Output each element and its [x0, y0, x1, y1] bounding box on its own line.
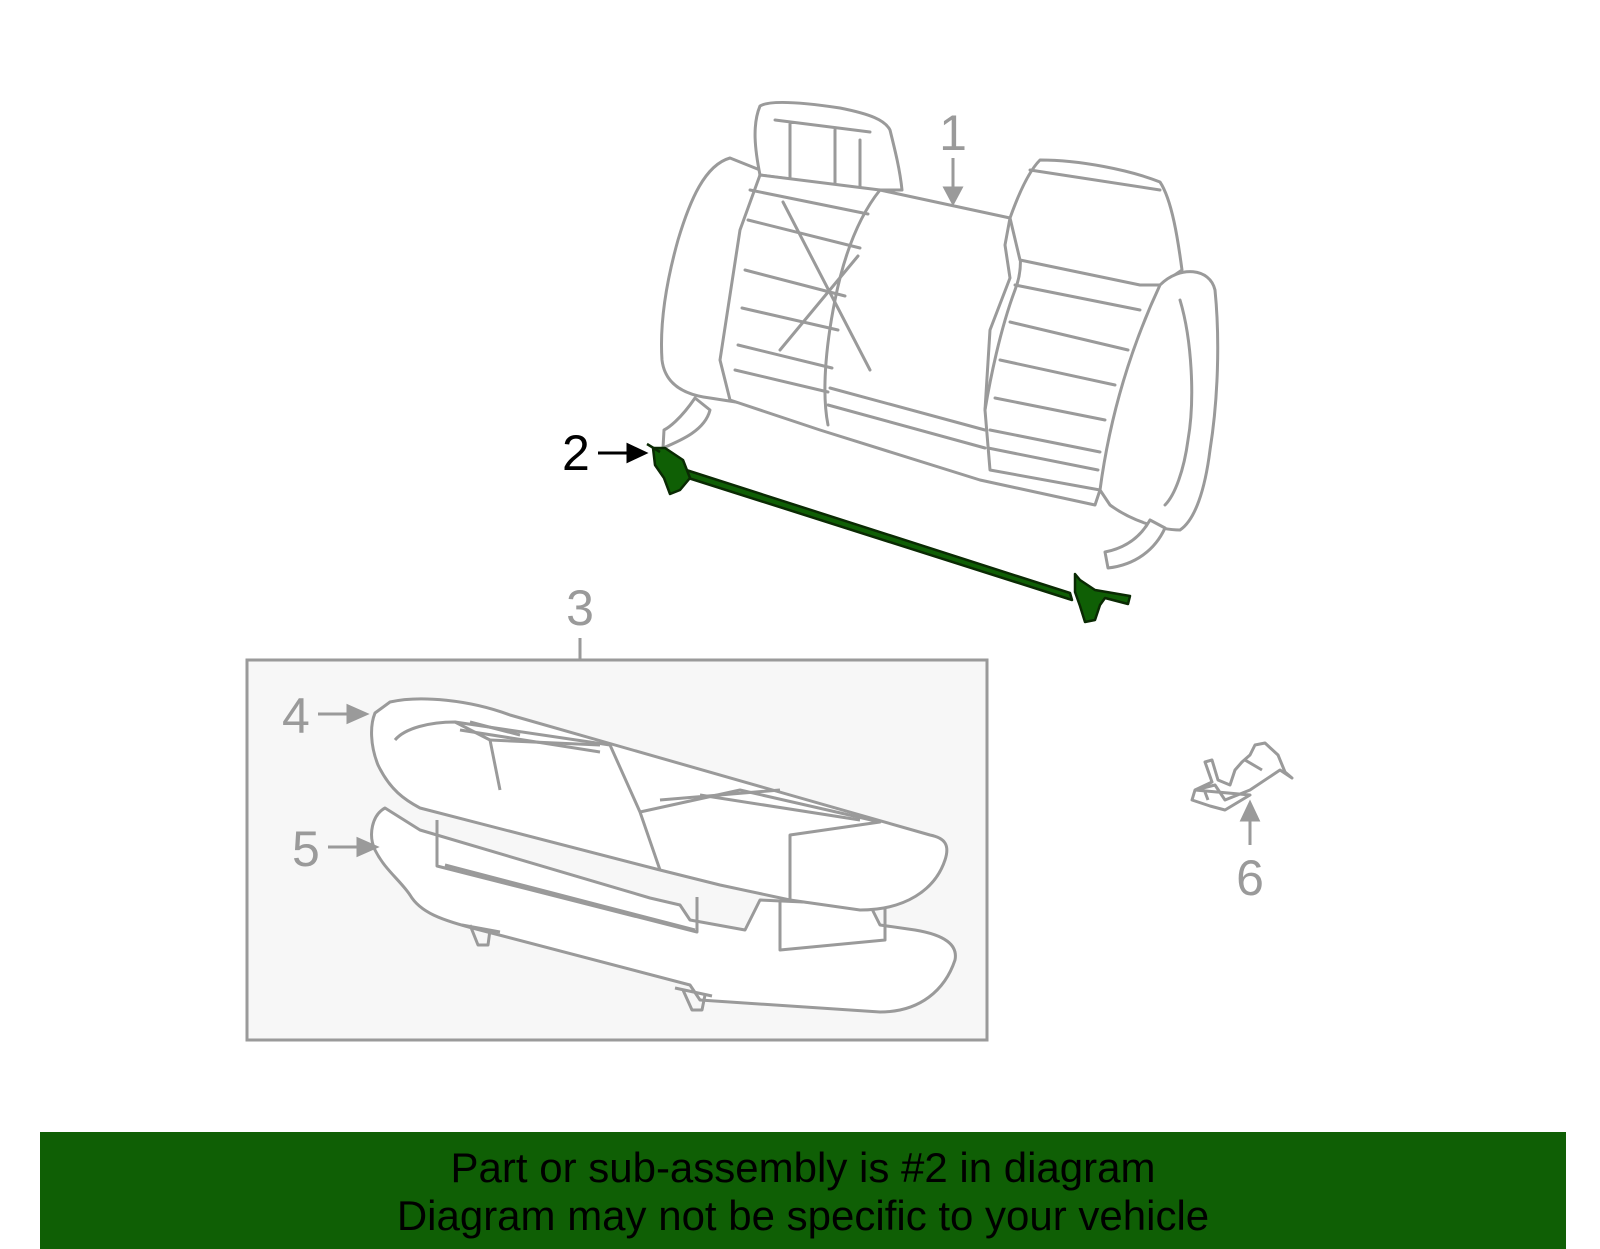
bracket-part-6[interactable]: [1190, 741, 1294, 812]
leader-arrow-4: [318, 703, 370, 725]
callout-1: 1: [939, 105, 967, 161]
callout-2: 2: [562, 425, 590, 481]
leader-arrow-1: [942, 158, 964, 207]
seat-back-part-1[interactable]: [660, 100, 1220, 570]
banner-line-part-number: Part or sub-assembly is #2 in diagram: [450, 1144, 1156, 1191]
callout-4: 4: [282, 688, 310, 744]
seat-cushion-part-4[interactable]: [370, 697, 949, 912]
callout-5: 5: [292, 821, 320, 877]
leader-arrow-5: [328, 836, 380, 858]
cushion-frame-part-5[interactable]: [370, 806, 957, 1014]
leader-arrow-6: [1239, 799, 1261, 845]
callout-6: 6: [1236, 850, 1264, 906]
callout-3: 3: [566, 580, 594, 636]
leader-arrow-2: [598, 442, 649, 464]
info-banner: Part or sub-assembly is #2 in diagram Di…: [40, 1132, 1566, 1249]
cable-rod-part-2[interactable]: [646, 442, 1132, 624]
banner-line-disclaimer: Diagram may not be specific to your vehi…: [396, 1192, 1210, 1239]
